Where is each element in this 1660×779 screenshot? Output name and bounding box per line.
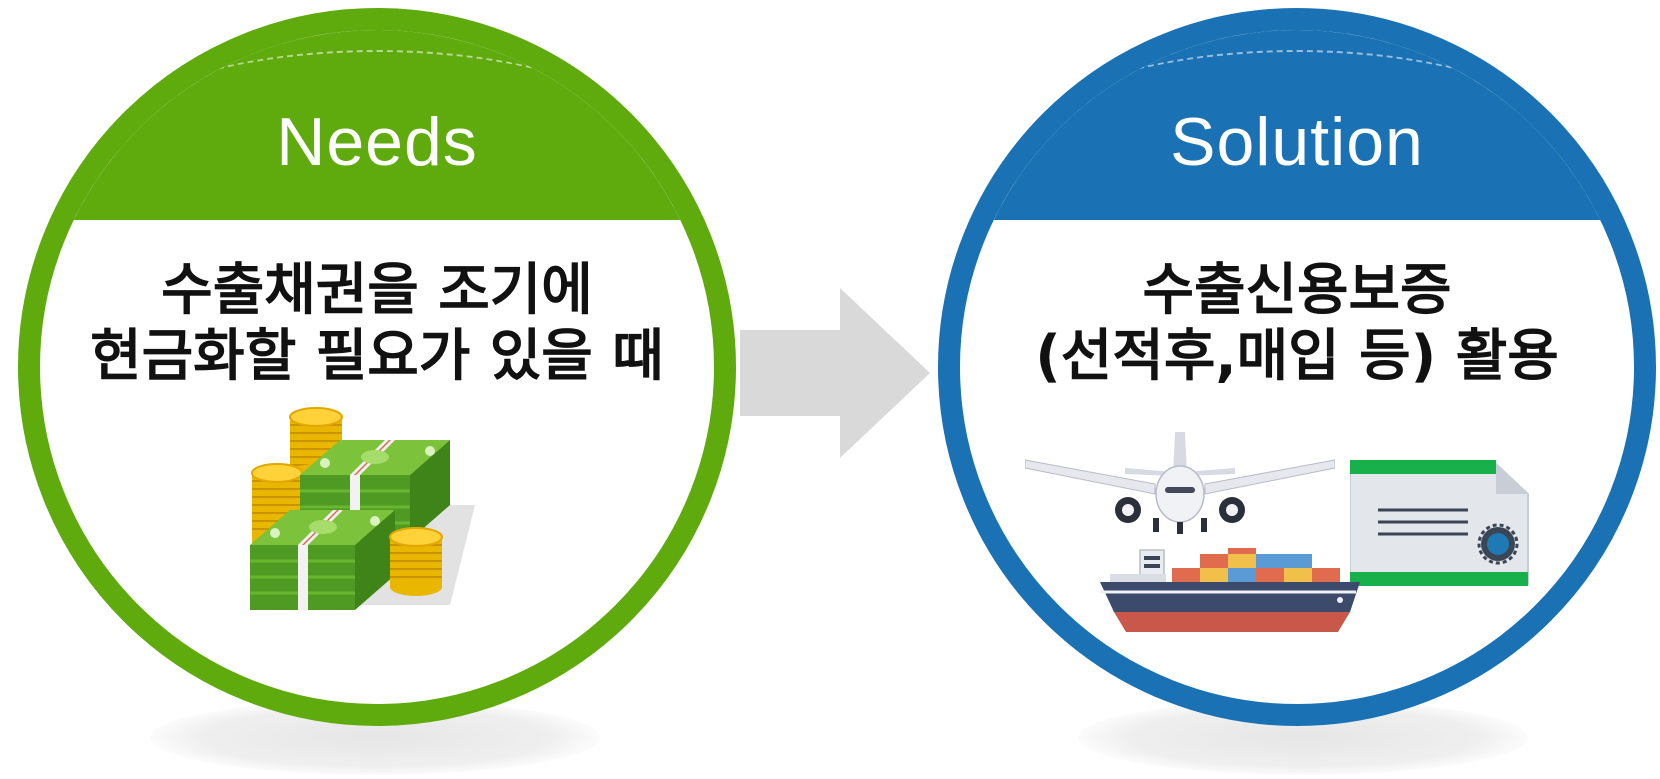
needs-description: 수출채권을 조기에 현금화할 필요가 있을 때 (40, 258, 714, 390)
solution-circle: Solution 수출신용보증 (선적후,매입 등) 활용 (938, 8, 1656, 726)
cargo-ship-icon (1100, 548, 1360, 632)
needs-header: Needs (40, 30, 714, 220)
solution-description: 수출신용보증 (선적후,매입 등) 활용 (960, 258, 1634, 390)
right-arrow-icon (740, 288, 930, 458)
solution-header: Solution (960, 30, 1634, 220)
certificate-icon (1350, 460, 1529, 586)
needs-line-1: 수출채권을 조기에 (161, 258, 593, 323)
airplane-icon (1025, 432, 1335, 534)
needs-line-2: 현금화할 필요가 있을 때 (90, 324, 664, 389)
solution-line-2: (선적후,매입 등) 활용 (1035, 324, 1559, 389)
money-stack-coins-icon (250, 407, 475, 610)
solution-line-1: 수출신용보증 (1142, 258, 1452, 323)
